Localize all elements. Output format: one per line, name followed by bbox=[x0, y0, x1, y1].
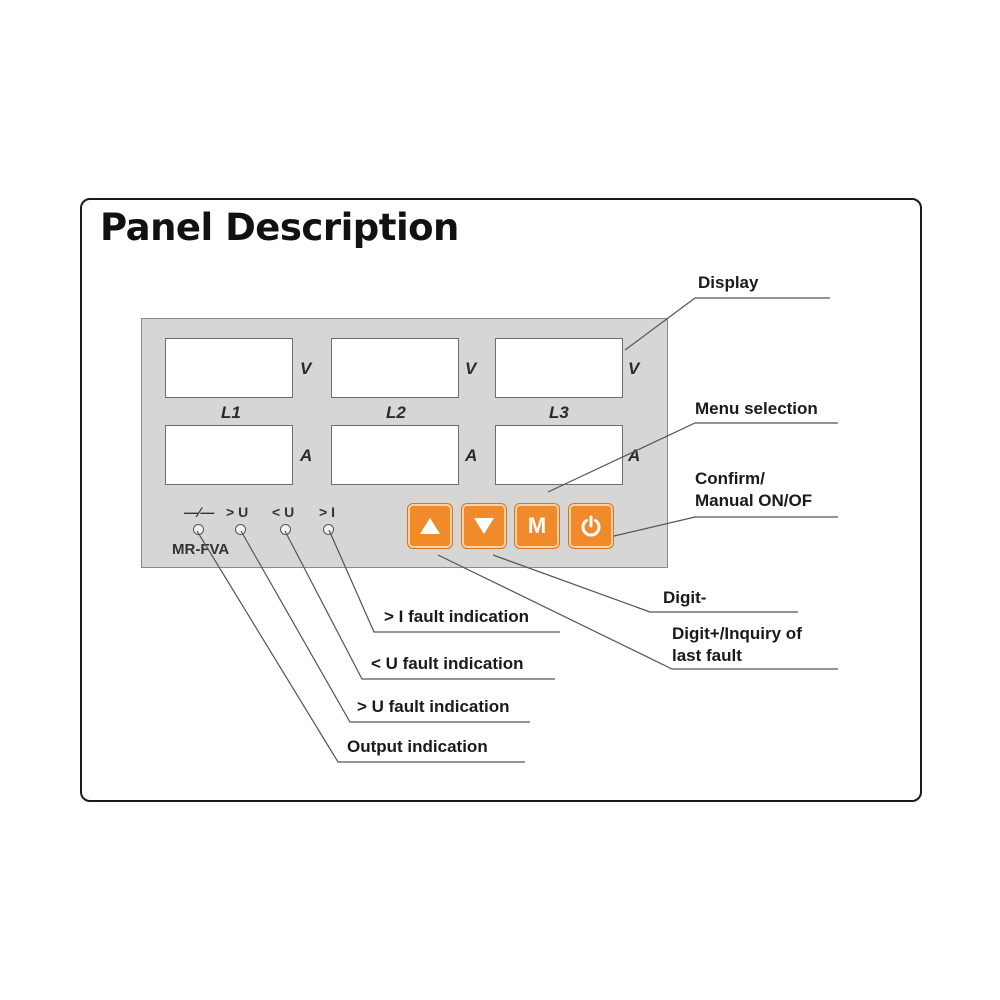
triangle-down-icon bbox=[474, 518, 494, 534]
menu-button[interactable]: M bbox=[515, 504, 559, 548]
unit-a-l2: A bbox=[465, 446, 478, 465]
callout-digit-plus-line1: Digit+/Inquiry of bbox=[672, 624, 802, 643]
leader-menu-selection bbox=[547, 422, 838, 493]
display-l2-current bbox=[331, 425, 459, 485]
display-l1-voltage bbox=[165, 338, 293, 398]
phase-label-l3: L3 bbox=[549, 403, 569, 422]
phase-label-l2: L2 bbox=[386, 403, 406, 422]
display-l3-voltage bbox=[495, 338, 623, 398]
callout-confirm-line1: Confirm/ bbox=[695, 469, 765, 488]
leader-i-fault bbox=[328, 529, 560, 633]
unit-v-l2: V bbox=[465, 359, 477, 378]
phase-label-l1: L1 bbox=[221, 403, 241, 422]
indicator-label-overvoltage: > U bbox=[226, 504, 249, 520]
indicator-label-undervoltage: < U bbox=[272, 504, 295, 520]
leader-u-high-fault bbox=[240, 530, 530, 723]
control-panel: V V V L1 L2 L3 A A A —⁄— > U < U > I MR-… bbox=[141, 318, 668, 568]
unit-v-l3: V bbox=[628, 359, 640, 378]
leader-digit-minus bbox=[492, 554, 798, 613]
callout-u-high-fault: > U fault indication bbox=[357, 697, 510, 716]
unit-v-l1: V bbox=[300, 359, 312, 378]
leader-output bbox=[196, 530, 525, 763]
led-undervoltage bbox=[280, 524, 291, 535]
down-button[interactable] bbox=[462, 504, 506, 548]
model-label: MR-FVA bbox=[172, 541, 230, 558]
power-button[interactable] bbox=[569, 504, 613, 548]
diagram-title: Panel Description bbox=[100, 206, 459, 249]
menu-button-label: M bbox=[527, 513, 547, 538]
callout-u-low-fault: < U fault indication bbox=[371, 654, 524, 673]
up-button[interactable] bbox=[408, 504, 452, 548]
display-l1-current bbox=[165, 425, 293, 485]
power-icon bbox=[581, 515, 601, 537]
callout-confirm-line2: Manual ON/OF bbox=[695, 491, 813, 510]
indicator-label-overcurrent: > I bbox=[319, 504, 335, 520]
callout-digit-minus: Digit- bbox=[663, 588, 707, 607]
display-l3-current bbox=[495, 425, 623, 485]
callout-i-fault: > I fault indication bbox=[384, 607, 529, 626]
callout-menu-selection: Menu selection bbox=[695, 399, 818, 418]
triangle-up-icon bbox=[420, 518, 440, 534]
led-overcurrent bbox=[323, 524, 334, 535]
led-overvoltage bbox=[235, 524, 246, 535]
display-l2-voltage bbox=[331, 338, 459, 398]
output-switch-symbol-icon: —⁄— bbox=[184, 504, 215, 520]
callout-digit-plus-line2: last fault bbox=[672, 646, 742, 665]
callout-output: Output indication bbox=[347, 737, 488, 756]
callout-display: Display bbox=[698, 273, 759, 292]
leader-confirm bbox=[613, 516, 838, 537]
leader-digit-plus bbox=[437, 554, 838, 670]
unit-a-l1: A bbox=[300, 446, 313, 465]
leader-display bbox=[624, 297, 830, 351]
leader-u-low-fault bbox=[284, 530, 555, 680]
